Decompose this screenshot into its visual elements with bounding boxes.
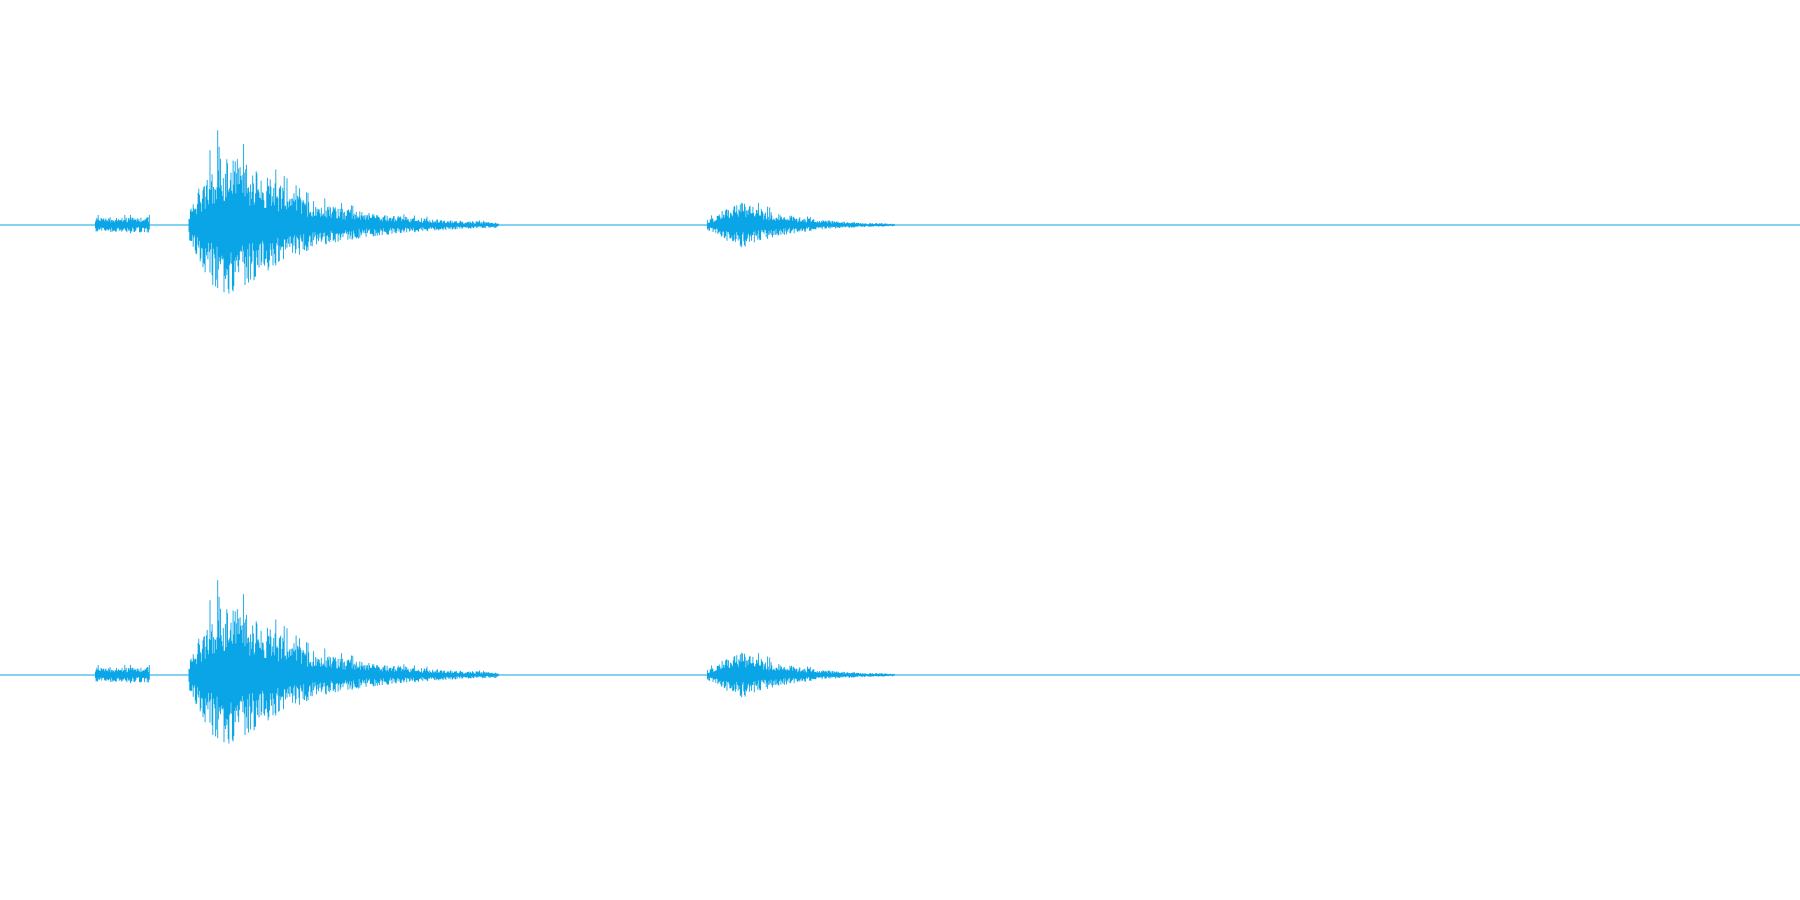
waveform-burst-2	[188, 580, 499, 744]
waveform-burst-3	[706, 202, 895, 248]
channel-1-waveform	[0, 130, 1800, 294]
channel-2-waveform	[0, 580, 1800, 744]
waveform-burst-1	[94, 215, 150, 234]
waveform-burst-3	[706, 652, 895, 698]
waveform-burst-2	[188, 130, 499, 294]
waveform-burst-1	[94, 665, 150, 684]
